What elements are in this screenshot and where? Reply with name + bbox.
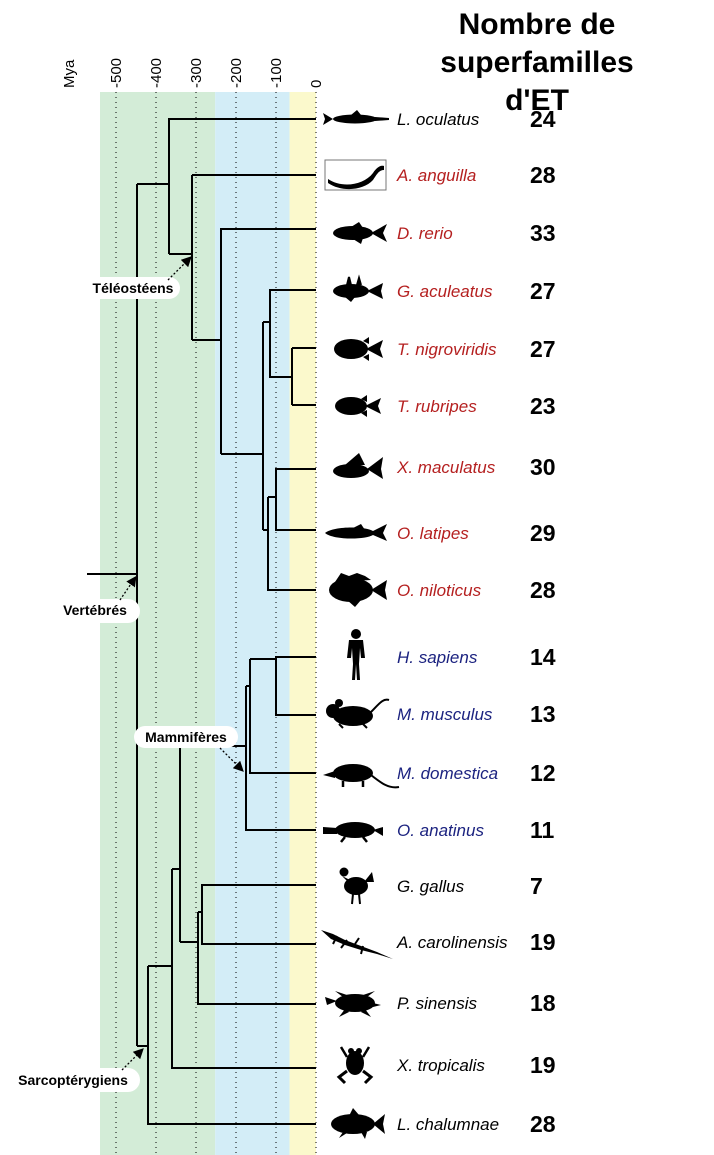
eel-icon: [325, 160, 386, 190]
tick-label: -300: [188, 58, 205, 88]
count-x_maculatus: 30: [530, 454, 556, 480]
period-bands: [100, 92, 316, 1155]
species-name-m_musculus: M. musculus: [397, 705, 493, 724]
tick-label: -500: [108, 58, 125, 88]
clade-label-teleosts: Téléostéens: [93, 280, 174, 296]
species-labels: L. oculatus A. anguilla D. rerio G. aculeat…: [396, 110, 508, 1134]
zebrafish-icon: [333, 222, 387, 244]
species-name-o_niloticus: O. niloticus: [397, 581, 482, 600]
species-name-t_rubripes: T. rubripes: [397, 397, 477, 416]
pufferfish-icon: [334, 337, 383, 361]
count-d_rerio: 33: [530, 220, 556, 246]
human-icon: [347, 629, 365, 680]
tilapia-icon: [329, 573, 387, 607]
count-l_oculatus: 24: [530, 106, 556, 132]
gar-icon: [323, 110, 389, 125]
species-name-l_chalumnae: L. chalumnae: [397, 1115, 499, 1134]
species-name-g_gallus: G. gallus: [397, 877, 465, 896]
clade-label-vertebrates: Vertébrés: [63, 602, 127, 618]
species-name-a_anguilla: A. anguilla: [396, 166, 476, 185]
platyfish-icon: [333, 453, 383, 479]
count-x_tropicalis: 19: [530, 1052, 556, 1078]
species-name-d_rerio: D. rerio: [397, 224, 453, 243]
band-mesozoic: [215, 92, 289, 1155]
species-name-x_tropicalis: X. tropicalis: [396, 1056, 485, 1075]
species-name-o_latipes: O. latipes: [397, 524, 469, 543]
count-t_rubripes: 23: [530, 393, 556, 419]
coelacanth-icon: [331, 1108, 385, 1139]
species-name-p_sinensis: P. sinensis: [397, 994, 478, 1013]
count-l_chalumnae: 28: [530, 1111, 556, 1137]
count-o_niloticus: 28: [530, 577, 556, 603]
count-m_musculus: 13: [530, 701, 556, 727]
mouse-icon: [326, 699, 389, 728]
count-g_gallus: 7: [530, 873, 543, 899]
axis-unit-label: Mya: [61, 59, 78, 88]
turtle-icon: [325, 991, 381, 1017]
count-t_nigroviridis: 27: [530, 336, 556, 362]
species-name-o_anatinus: O. anatinus: [397, 821, 484, 840]
species-name-a_carolinensis: A. carolinensis: [396, 933, 508, 952]
species-name-x_maculatus: X. maculatus: [396, 458, 496, 477]
fugu-icon: [335, 395, 381, 417]
tick-label: -100: [268, 58, 285, 88]
count-o_latipes: 29: [530, 520, 556, 546]
tick-label: -200: [228, 58, 245, 88]
species-name-l_oculatus: L. oculatus: [397, 110, 480, 129]
frog-icon: [339, 1047, 371, 1083]
opossum-icon: [323, 764, 399, 787]
species-name-g_aculeatus: G. aculeatus: [397, 282, 493, 301]
species-name-h_sapiens: H. sapiens: [397, 648, 478, 667]
count-a_carolinensis: 19: [530, 929, 556, 955]
species-name-t_nigroviridis: T. nigroviridis: [397, 340, 497, 359]
chicken-icon: [340, 868, 375, 905]
species-name-m_domestica: M. domestica: [397, 764, 498, 783]
tick-label: 0: [308, 80, 325, 88]
clade-label-sarcopterygians: Sarcoptérygiens: [18, 1072, 128, 1088]
count-p_sinensis: 18: [530, 990, 556, 1016]
band-cenozoic: [290, 92, 316, 1155]
count-h_sapiens: 14: [530, 644, 556, 670]
count-o_anatinus: 11: [530, 817, 555, 843]
tick-label: -400: [148, 58, 165, 88]
medaka-icon: [325, 524, 387, 541]
count-m_domestica: 12: [530, 760, 556, 786]
count-a_anguilla: 28: [530, 162, 556, 188]
count-g_aculeatus: 27: [530, 278, 556, 304]
superfamily-counts: 24 28 33 27 27 23 30 29 28 14 13 12 11 7 19 18 19 28: [530, 106, 556, 1137]
stickleback-icon: [333, 277, 383, 302]
platypus-icon: [323, 822, 383, 842]
lizard-icon: [321, 930, 393, 959]
clade-label-mammals: Mammifères: [145, 729, 227, 745]
